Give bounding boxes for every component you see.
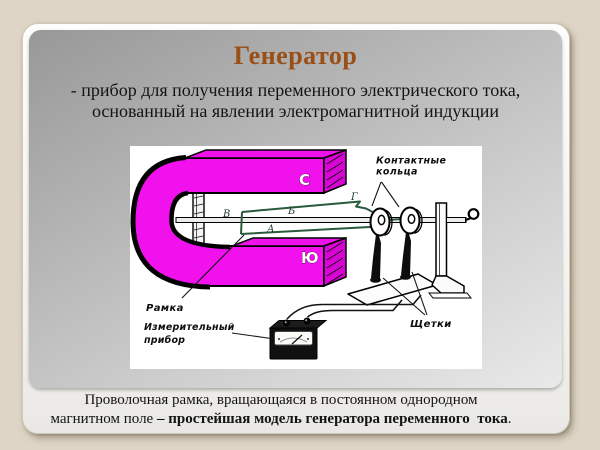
- contact-rings-label-line1: Контактные: [376, 156, 446, 167]
- terminal: [283, 319, 290, 327]
- terminal: [303, 317, 311, 325]
- north-pole-letter: С: [299, 171, 310, 189]
- frame-letter-v: В: [222, 209, 230, 220]
- generator-diagram-svg: С Ю В Б А Г: [130, 148, 480, 360]
- caption-line1: Проволочная рамка, вращающаяся в постоян…: [84, 392, 478, 408]
- slide-title: Генератор: [233, 41, 358, 70]
- south-pole-letter: Ю: [301, 249, 319, 267]
- brush-platform: [347, 273, 438, 306]
- frame-letter-g: Г: [350, 192, 358, 203]
- magnet-outer-shading: [130, 155, 211, 290]
- subtitle-line1: - прибор для получения переменного элект…: [70, 80, 521, 100]
- crank-handle: [467, 208, 480, 220]
- slide-subtitle: - прибор для получения переменного элект…: [39, 80, 552, 122]
- caption-line2-normal: магнитном поле: [50, 410, 157, 427]
- brushes-label: Щетки: [410, 319, 452, 330]
- contact-rings-label-line2: кольца: [376, 167, 418, 178]
- caption-period: .: [507, 410, 512, 427]
- slide-card: Генератор - прибор для получения перемен…: [22, 23, 570, 434]
- caption-line2-bold: – простейшая модель генератора переменно…: [156, 410, 508, 427]
- horseshoe-magnet: С Ю: [130, 148, 347, 290]
- bearing-stand: [427, 202, 480, 299]
- meter-label-line1: Измерительный: [144, 322, 235, 333]
- frame-letter-b: Б: [287, 206, 296, 217]
- galvanometer: [268, 317, 328, 360]
- contact-rings: [369, 206, 423, 237]
- slide-caption: Проволочная рамка, вращающаяся в постоян…: [23, 391, 569, 428]
- brushes: [370, 232, 411, 283]
- frame-letter-a: А: [266, 224, 275, 235]
- magnet-inner-shading: [169, 190, 231, 250]
- leader-lines: [181, 181, 428, 340]
- meter-label-line2: прибор: [144, 335, 185, 346]
- diagram-labels: Контактные кольца Щетки Рамка Измеритель…: [144, 156, 452, 347]
- frame-corner-letters: В Б А Г: [222, 192, 358, 235]
- generator-diagram: С Ю В Б А Г: [130, 146, 482, 369]
- circuit-wires: [286, 294, 422, 320]
- frame-label: Рамка: [146, 303, 184, 314]
- subtitle-line2: основанный на явлении электромагнитной и…: [91, 101, 500, 121]
